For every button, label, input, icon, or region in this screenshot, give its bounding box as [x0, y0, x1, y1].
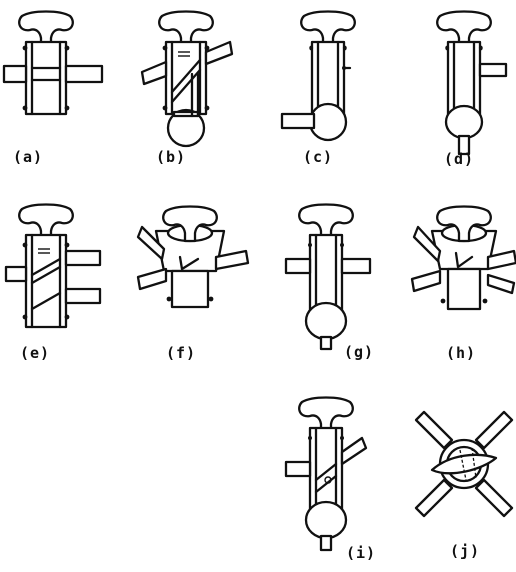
label-e: (e) [20, 344, 51, 362]
label-a: (a) [13, 148, 44, 166]
label-f: (f) [166, 344, 197, 362]
diagram-g [284, 203, 372, 351]
label-j: (j) [450, 542, 481, 560]
label-c: (c) [303, 148, 334, 166]
label-h: (h) [446, 344, 477, 362]
diagram-a [2, 10, 104, 116]
diagram-h [410, 205, 516, 311]
diagram-e [4, 203, 102, 329]
diagram-j [414, 410, 514, 518]
label-g: (g) [344, 343, 375, 361]
diagram-b [140, 10, 234, 148]
diagram-d [436, 10, 508, 156]
label-b: (b) [156, 148, 187, 166]
label-i: (i) [346, 544, 377, 562]
diagram-c [280, 10, 356, 142]
diagram-f [136, 205, 250, 309]
label-d: (d) [444, 150, 475, 168]
diagram-i [284, 396, 368, 552]
